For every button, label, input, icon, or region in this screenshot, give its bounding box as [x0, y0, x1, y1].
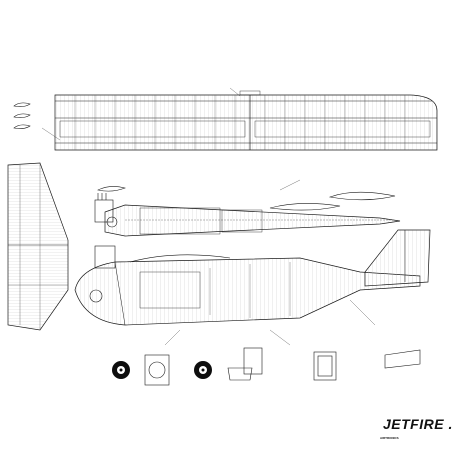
fuselage-side-view [74, 254, 421, 326]
detail-parts [144, 347, 421, 386]
airfoil-section [97, 186, 396, 211]
fuselage-top-view [104, 204, 401, 237]
rib-templates [13, 102, 31, 129]
leader-lines [41, 87, 376, 346]
vertical-fin [364, 229, 431, 287]
brand-name: AIRTRONICS [380, 436, 399, 440]
wheels [112, 361, 212, 379]
stabilizer-plan [7, 162, 69, 331]
model-title: JETFIRE .40 [383, 416, 452, 432]
wing-plan [54, 90, 438, 151]
